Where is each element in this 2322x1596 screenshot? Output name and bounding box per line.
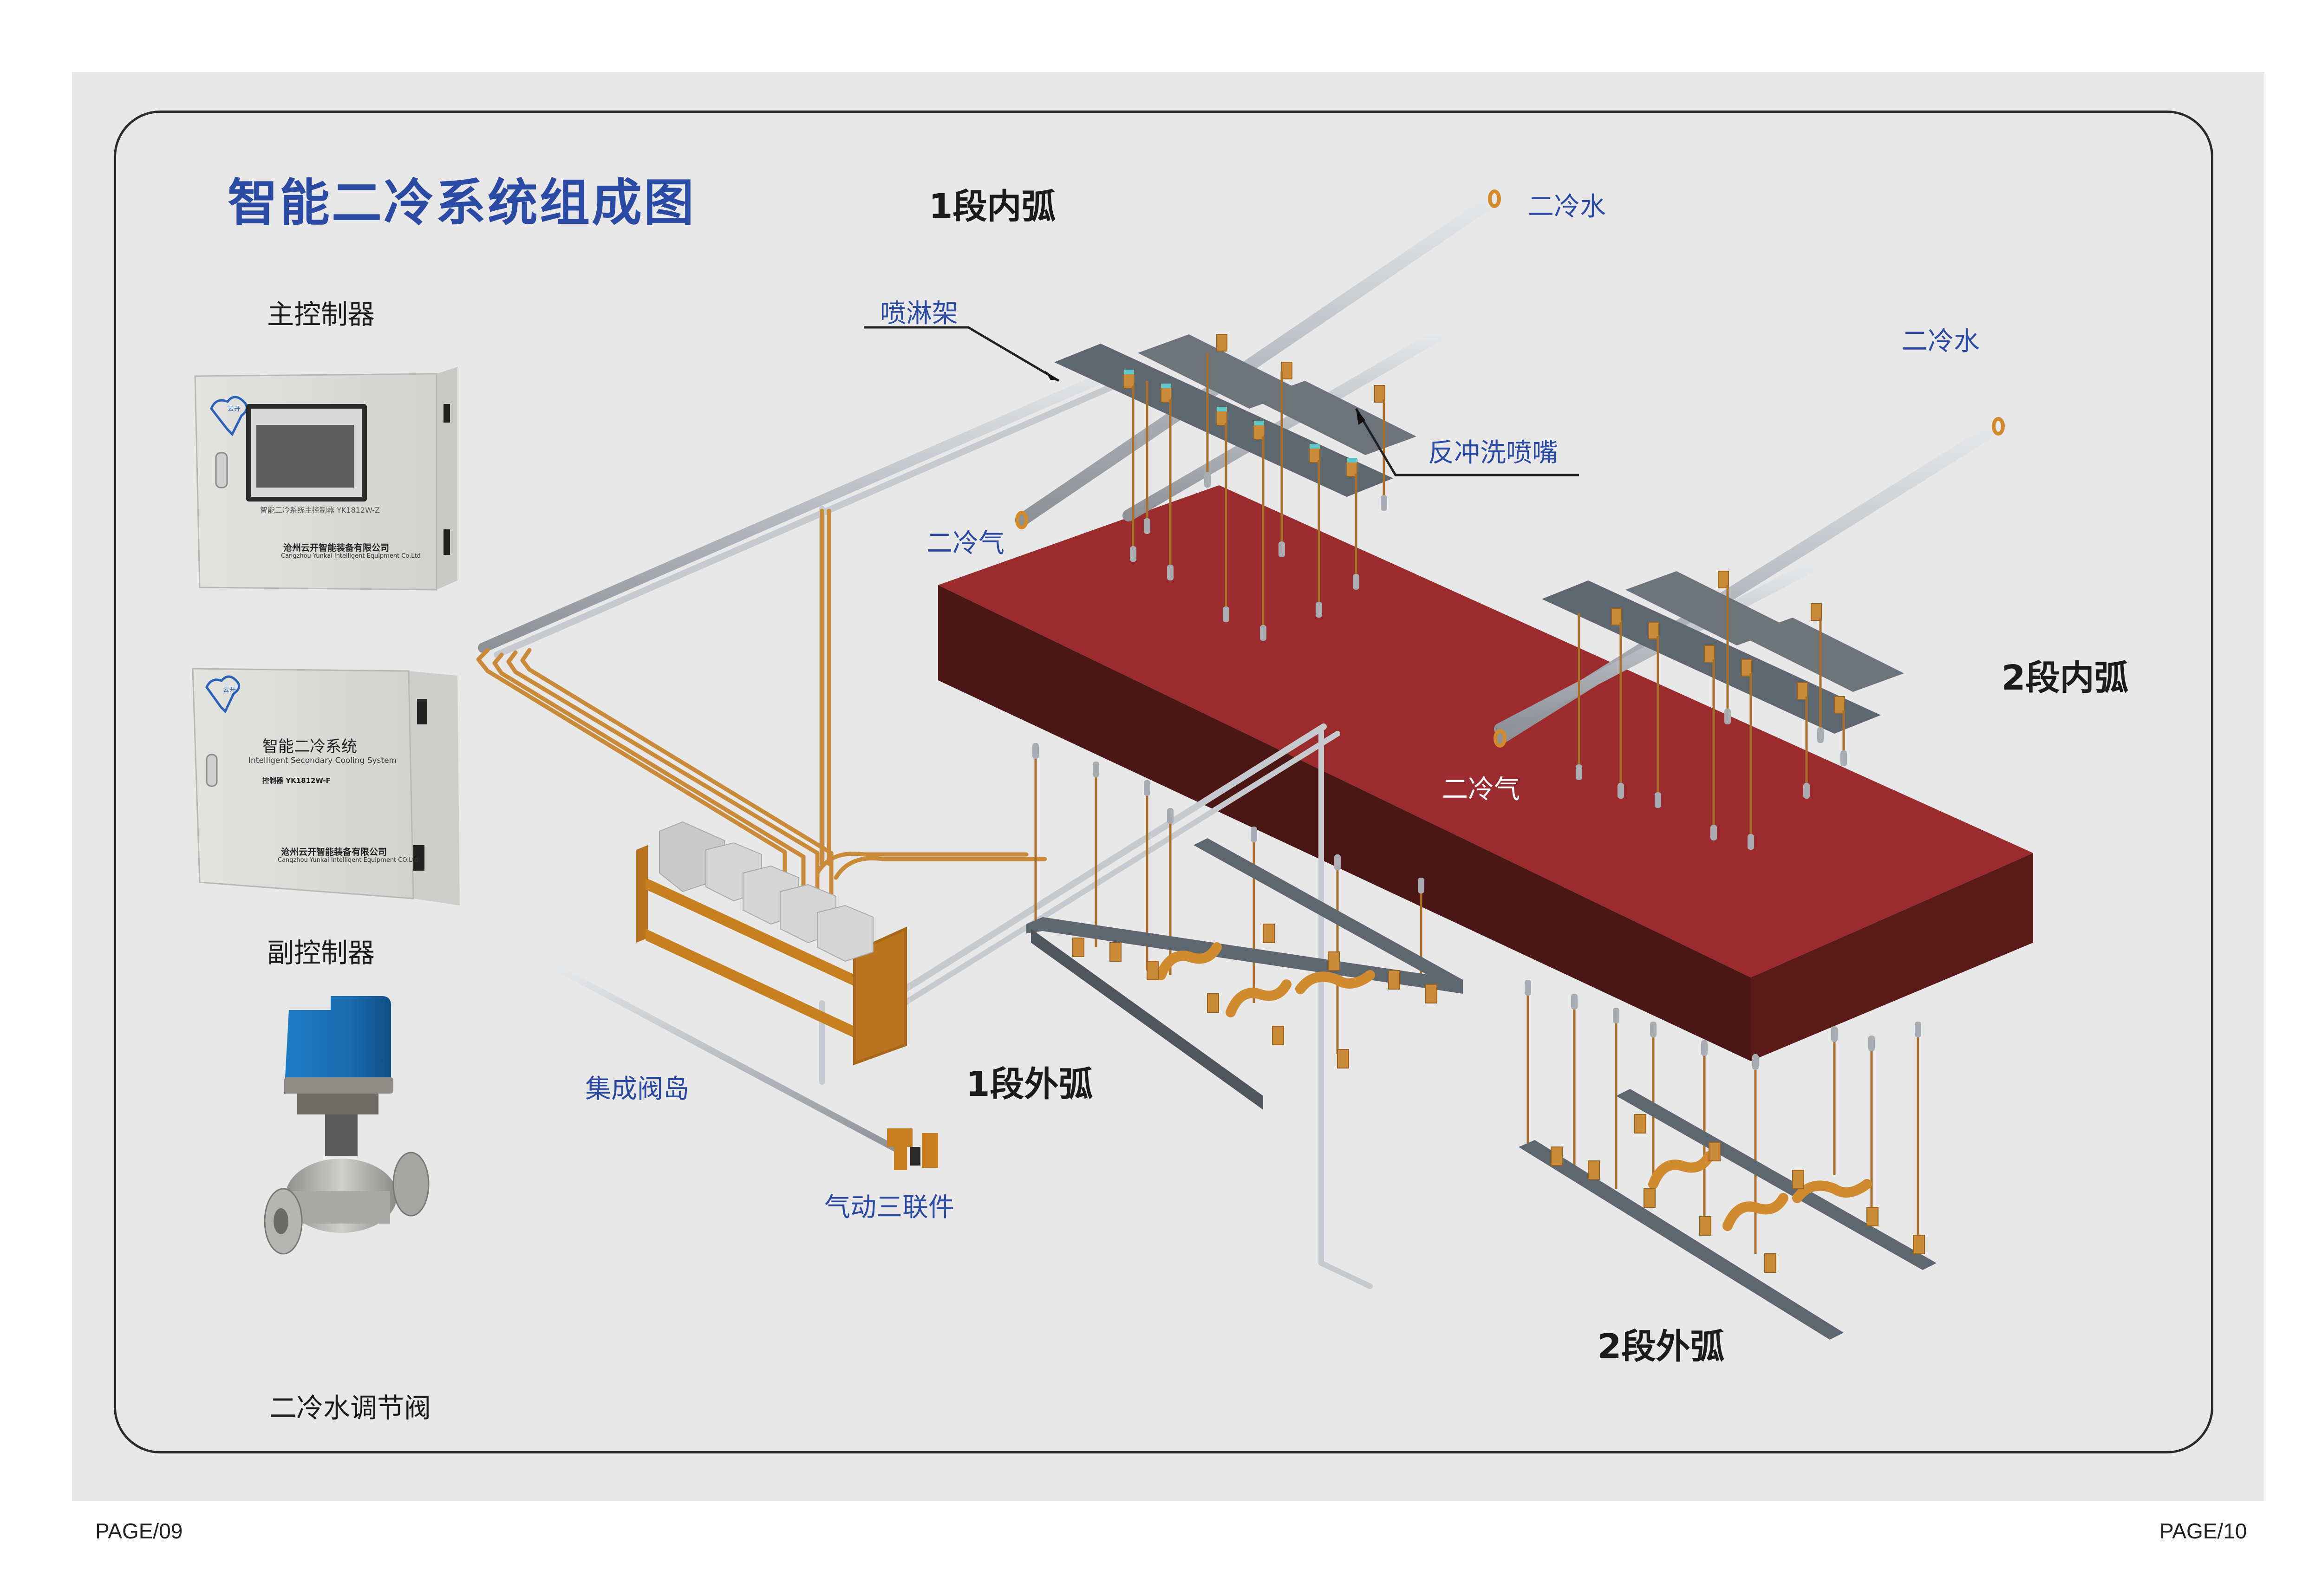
spray-nozzle-tip — [1655, 792, 1661, 808]
spray-nozzle-tip — [1353, 574, 1359, 590]
pneumatic-triple-image — [887, 1128, 938, 1170]
label-secondary-water-2: 二冷水 — [1902, 326, 1980, 357]
spray-nozzle-tip — [1752, 1054, 1759, 1070]
sub-controller-model: 控制器 YK1812W-F — [262, 776, 331, 785]
spray-nozzle-tip — [1525, 980, 1531, 996]
spray-nozzle-tip — [1803, 783, 1810, 799]
main-controller-company-en: Cangzhou Yunkai Intelligent Equipment Co… — [281, 553, 421, 560]
diagram-frame — [114, 111, 2213, 1453]
hmi-screen — [256, 425, 354, 488]
callout-valve-island: 集成阀岛 — [585, 1074, 689, 1104]
spray-nozzle-tip — [1840, 750, 1847, 766]
spray-nozzle-tip — [1093, 762, 1099, 777]
cabinet-handle — [215, 452, 228, 489]
valve-caption: 二冷水调节阀 — [269, 1392, 431, 1424]
seg2-inner-spray-rack — [1542, 571, 1904, 734]
callout-spray-rack: 喷淋架 — [880, 299, 958, 329]
seg1-inner-spray-rack — [1054, 334, 1416, 497]
spray-nozzle-tip — [1748, 834, 1754, 850]
seg2-outer-spray-rack — [1519, 1089, 1937, 1340]
valve-island-image — [636, 821, 907, 1066]
spray-nozzle-tip — [1701, 1040, 1708, 1056]
spray-nozzle-tip — [1251, 827, 1257, 842]
sub-controller-company-cn: 沧州云开智能装备有限公司 — [281, 847, 387, 857]
spray-nozzle-tip — [1334, 854, 1341, 870]
spray-nozzle-tip — [1316, 602, 1322, 618]
spray-nozzle-tip — [1260, 625, 1266, 641]
main-controller-company-cn: 沧州云开智能装备有限公司 — [283, 543, 390, 553]
sub-controller-caption: 副控制器 — [267, 937, 375, 969]
spray-nozzle-tip — [1831, 1026, 1838, 1042]
copper-hoses — [476, 508, 1047, 925]
callout-backflush-nozzle: 反冲洗喷嘴 — [1428, 438, 1558, 468]
nozzle-tips — [1032, 472, 1921, 1070]
spray-nozzle-tip — [1223, 606, 1229, 622]
main-controller-image — [194, 367, 457, 591]
spray-nozzle-tip — [1650, 1022, 1657, 1037]
spray-nozzle-tip — [1571, 994, 1578, 1010]
sub-controller-logo-text: 云开 — [223, 686, 236, 694]
seg1-outer-spray-rack — [1026, 838, 1463, 1110]
spray-nozzle-tip — [1130, 546, 1136, 562]
spray-nozzle-tip — [1710, 825, 1717, 840]
page-title: 智能二冷系统组成图 — [228, 174, 696, 232]
main-controller-panel-text: 智能二冷系统主控制器 YK1812W-Z — [260, 506, 380, 515]
label-seg2-outer-arc: 2段外弧 — [1598, 1327, 1725, 1367]
spray-nozzle-tip — [1381, 495, 1387, 511]
spray-nozzle-tip — [1613, 1008, 1619, 1023]
pipe-end-fittings — [1015, 189, 2005, 748]
spray-nozzle-tip — [1144, 780, 1150, 796]
spray-nozzle-tip — [1724, 709, 1731, 724]
spray-nozzle-tip — [1868, 1036, 1875, 1051]
main-controller-caption: 主控制器 — [267, 299, 375, 330]
label-secondary-water-1: 二冷水 — [1528, 192, 1606, 222]
spray-nozzle-tip — [1618, 783, 1624, 799]
spray-nozzle-tip — [1915, 1022, 1921, 1037]
label-secondary-air-1: 二冷气 — [926, 528, 1004, 559]
callout-arrowheads — [1045, 371, 1365, 425]
spray-nozzle-tip — [1817, 727, 1824, 743]
spray-nozzle-tip — [1418, 878, 1424, 893]
spray-nozzle-tip — [1576, 764, 1582, 780]
spray-nozzle-tip — [1204, 472, 1211, 488]
page-number-right: PAGE/10 — [2159, 1519, 2247, 1543]
spray-nozzle-tip — [1144, 518, 1150, 534]
casting-strand-slab — [938, 485, 2033, 1061]
spray-nozzle-tip — [1278, 541, 1285, 557]
sub-controller-image — [192, 668, 460, 905]
label-seg1-outer-arc: 1段外弧 — [966, 1064, 1093, 1104]
secondary-water-valve-image — [264, 996, 430, 1255]
callout-leaders — [864, 326, 1579, 476]
page-number-left: PAGE/09 — [95, 1519, 183, 1543]
cabinet-logo — [210, 396, 248, 436]
spray-nozzle-tip — [1032, 743, 1039, 759]
sub-controller-title-en: Intelligent Secondary Cooling System — [248, 756, 397, 765]
label-secondary-air-2: 二冷气 — [1442, 775, 1520, 805]
label-seg1-inner-arc: 1段内弧 — [929, 187, 1056, 227]
sub-controller-title-cn: 智能二冷系统 — [262, 737, 357, 756]
steel-supply-pipes — [478, 193, 2003, 1289]
spray-nozzle-tip — [1167, 808, 1174, 824]
sub-controller-company-en: Cangzhou Yunkai Intelligent Equipment CO… — [278, 857, 418, 864]
spray-nozzle-tip — [1167, 565, 1174, 580]
callout-pneumatic-triple: 气动三联件 — [824, 1192, 954, 1223]
label-seg2-inner-arc: 2段内弧 — [2002, 658, 2129, 698]
main-controller-logo-text: 云开 — [228, 405, 241, 413]
